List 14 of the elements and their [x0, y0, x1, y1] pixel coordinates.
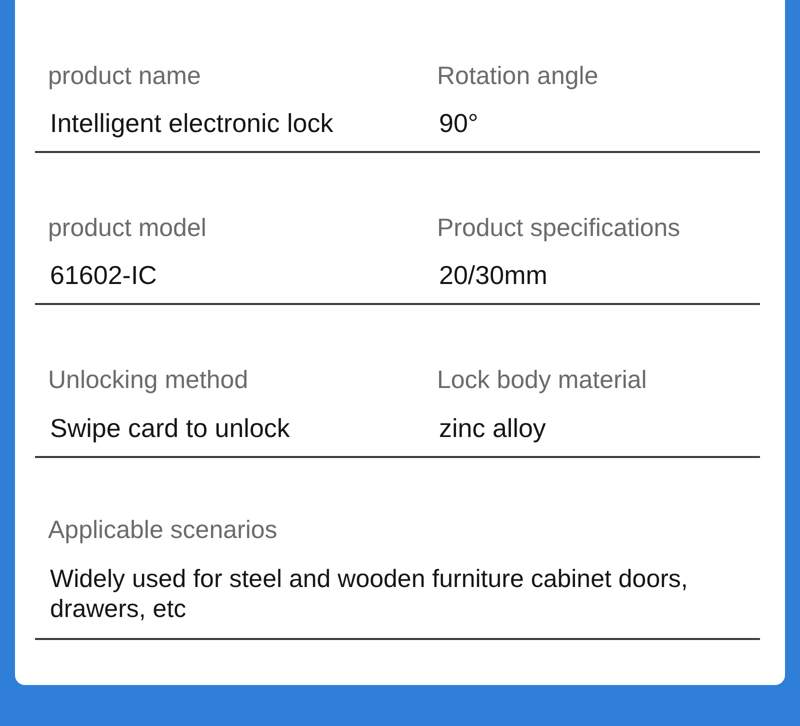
- field-label: Applicable scenarios: [48, 516, 278, 545]
- field-label: Unlocking method: [48, 366, 248, 395]
- field-label: product model: [48, 214, 206, 243]
- value-text: 61602-IC: [50, 260, 157, 291]
- field-label: Rotation angle: [437, 62, 598, 91]
- value-text: Swipe card to unlock: [50, 413, 290, 444]
- value-text: zinc alloy: [439, 413, 546, 444]
- field-label: Lock body material: [437, 366, 647, 395]
- value-text: Intelligent electronic lock: [50, 108, 334, 139]
- value-text: 90°: [439, 108, 478, 139]
- value-text: Widely used for steel and wooden furniture cabinet doors, drawers, etc: [50, 564, 689, 624]
- field-label: Product specifications: [437, 214, 680, 243]
- field-label: product name: [48, 62, 201, 91]
- value-text: 20/30mm: [439, 260, 548, 291]
